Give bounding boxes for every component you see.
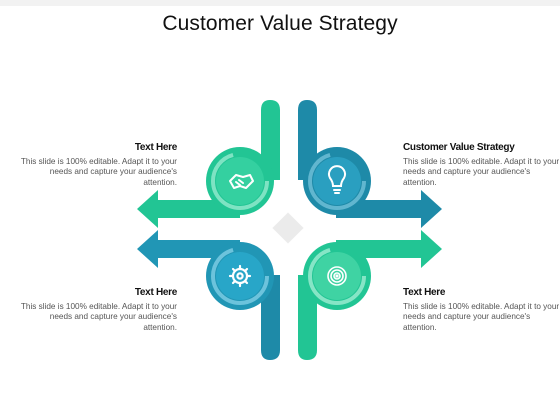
block-body: This slide is 100% editable. Adapt it to… [20, 157, 177, 187]
block-body: This slide is 100% editable. Adapt it to… [403, 157, 560, 187]
slide-title: Customer Value Strategy [162, 12, 398, 35]
text-block-top-left: Text Here This slide is 100% editable. A… [17, 142, 177, 188]
lightbulb-icon [328, 165, 346, 194]
handshake-icon [229, 174, 254, 189]
quadrant-bottom-right [298, 230, 442, 360]
block-body: This slide is 100% editable. Adapt it to… [403, 302, 560, 332]
block-heading: Text Here [134, 287, 177, 298]
gear-icon [228, 264, 252, 288]
block-body: This slide is 100% editable. Adapt it to… [20, 302, 177, 332]
quadrant-top-right [298, 100, 442, 228]
quadrant-top-left [137, 100, 280, 228]
target-icon [327, 266, 347, 286]
top-bar [0, 0, 560, 6]
block-heading: Customer Value Strategy [403, 142, 515, 153]
text-block-bottom-right: Text Here This slide is 100% editable. A… [403, 287, 560, 333]
text-block-top-right: Customer Value Strategy This slide is 10… [403, 142, 560, 188]
center-diamond [272, 212, 304, 244]
text-block-bottom-left: Text Here This slide is 100% editable. A… [17, 287, 177, 333]
block-heading: Text Here [134, 142, 177, 153]
block-heading: Text Here [403, 287, 446, 298]
quadrant-bottom-left [137, 230, 280, 360]
